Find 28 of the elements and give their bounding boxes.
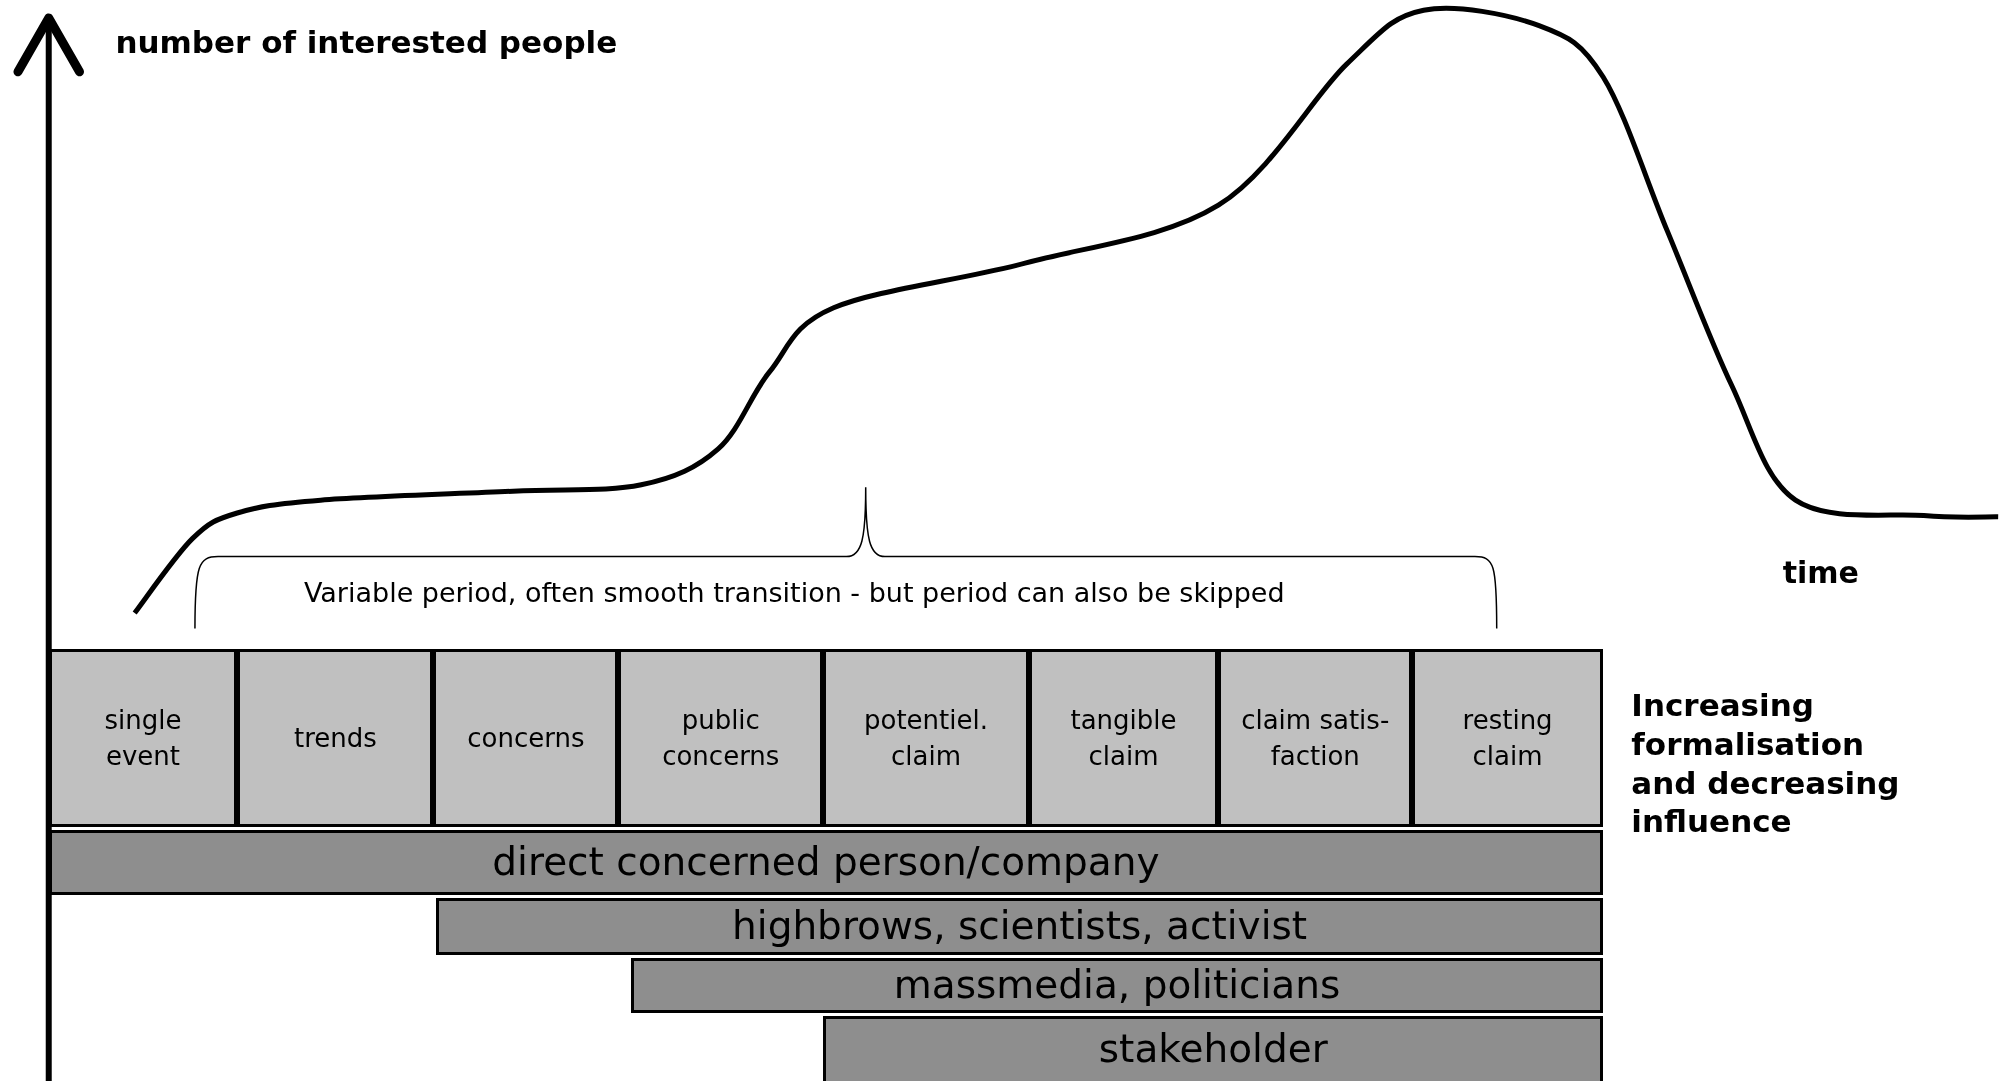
- stage-label: tangible claim: [1069, 703, 1178, 774]
- actor-bar: [823, 1015, 1604, 1081]
- stage-box: [1412, 648, 1604, 828]
- actor-label: massmedia, politicians: [893, 961, 1341, 1010]
- stage-box: [48, 648, 238, 828]
- side-note: Increasing formalisation and decreasing influence: [1631, 686, 1901, 842]
- actor-label: direct concerned person/company: [492, 838, 1160, 887]
- actor-bar: [631, 958, 1604, 1014]
- stage-box: [237, 648, 434, 828]
- stage-label: potentiel. claim: [863, 703, 989, 774]
- axis-label: number of interested people: [115, 23, 618, 62]
- stage-box: [433, 648, 619, 828]
- stage-label: claim satis- faction: [1240, 703, 1391, 774]
- stage-label: concerns: [467, 721, 585, 755]
- bracket-label: Variable period, often smooth transition - but period can also be skipped: [303, 575, 1285, 610]
- actor-label: highbrows, scientists, activist: [732, 902, 1308, 951]
- actor-label: stakeholder: [1098, 1025, 1328, 1074]
- actor-bar: [436, 897, 1604, 956]
- stage-box: [1218, 648, 1413, 828]
- axis-label: time: [1782, 554, 1859, 592]
- stage-box: [1028, 648, 1219, 828]
- stage-label: trends: [293, 721, 377, 755]
- actor-bar: [48, 829, 1604, 896]
- stage-box: [618, 648, 824, 828]
- stage-box: [823, 648, 1029, 828]
- stage-label: single event: [103, 703, 183, 774]
- stage-label: resting claim: [1461, 703, 1554, 774]
- stage-label: public concerns: [661, 703, 781, 774]
